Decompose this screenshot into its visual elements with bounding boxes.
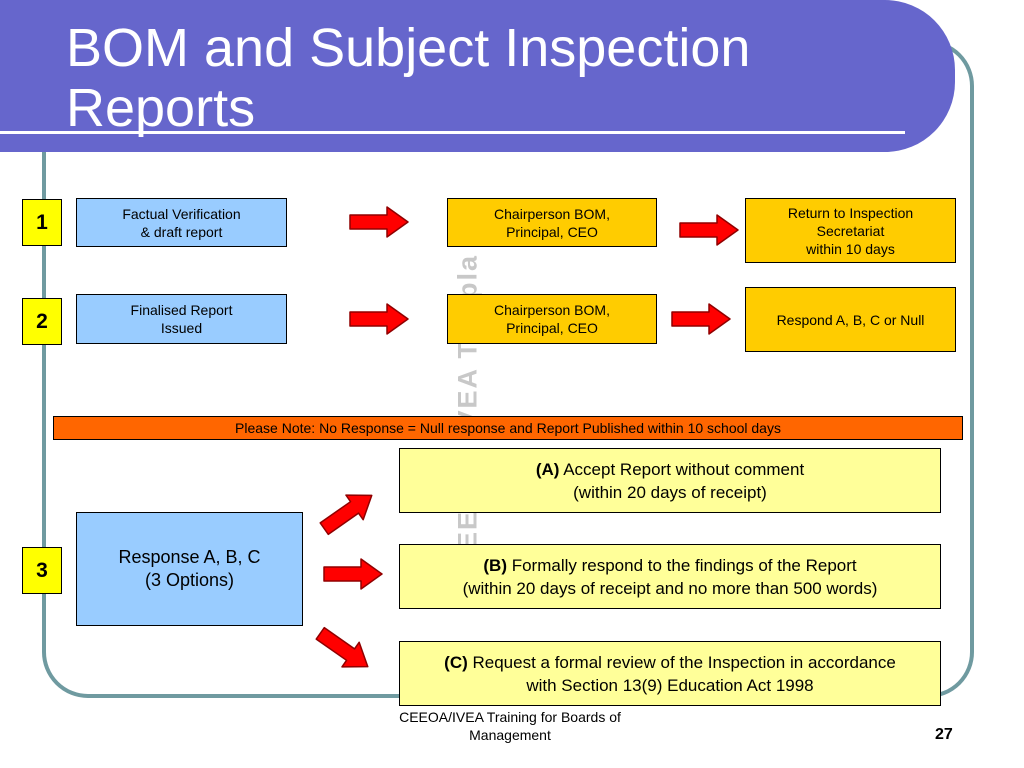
chairperson-box-1: Chairperson BOM, Principal, CEO bbox=[447, 198, 657, 247]
option-a-box: (A) Accept Report without comment (withi… bbox=[399, 448, 941, 513]
step-number-3: 3 bbox=[22, 547, 62, 594]
diagonal-down-arrow-icon bbox=[310, 620, 378, 681]
right-arrow-icon bbox=[323, 558, 383, 590]
note-bar: Please Note: No Response = Null response… bbox=[53, 416, 963, 440]
footer-text: CEEOA/IVEA Training for Boards of Manage… bbox=[399, 709, 621, 743]
option-c-content: (C) Request a formal review of the Inspe… bbox=[444, 651, 896, 697]
option-b-label: (B) bbox=[483, 555, 507, 575]
option-c-label: (C) bbox=[444, 652, 468, 672]
option-b-text: Formally respond to the findings of the … bbox=[462, 555, 878, 598]
right-arrow-icon bbox=[349, 303, 409, 335]
step-number-2: 2 bbox=[22, 298, 62, 345]
option-a-text: Accept Report without comment (within 20… bbox=[563, 459, 805, 502]
step-number-1: 1 bbox=[22, 199, 62, 246]
factual-verification-box: Factual Verification & draft report bbox=[76, 198, 287, 247]
chairperson-box-2: Chairperson BOM, Principal, CEO bbox=[447, 294, 657, 344]
option-c-text: Request a formal review of the Inspectio… bbox=[472, 652, 896, 695]
option-b-content: (B) Formally respond to the findings of … bbox=[463, 554, 878, 600]
respond-options-box: Respond A, B, C or Null bbox=[745, 287, 956, 352]
slide-title: BOM and Subject Inspection Reports bbox=[66, 18, 751, 138]
option-c-box: (C) Request a formal review of the Inspe… bbox=[399, 641, 941, 706]
page-number: 27 bbox=[935, 726, 953, 743]
title-underline bbox=[0, 131, 905, 134]
option-a-label: (A) bbox=[535, 459, 560, 479]
response-options-box: Response A, B, C (3 Options) bbox=[76, 512, 303, 626]
return-to-secretariat-box: Return to Inspection Secretariat within … bbox=[745, 198, 956, 263]
right-arrow-icon bbox=[679, 214, 739, 246]
right-arrow-icon bbox=[671, 303, 731, 335]
title-bar: BOM and Subject Inspection Reports bbox=[0, 0, 955, 152]
option-b-box: (B) Formally respond to the findings of … bbox=[399, 544, 941, 609]
option-a-content: (A) Accept Report without comment (withi… bbox=[536, 458, 804, 504]
diagonal-up-arrow-icon bbox=[314, 482, 382, 543]
right-arrow-icon bbox=[349, 206, 409, 238]
finalised-report-box: Finalised Report Issued bbox=[76, 294, 287, 344]
